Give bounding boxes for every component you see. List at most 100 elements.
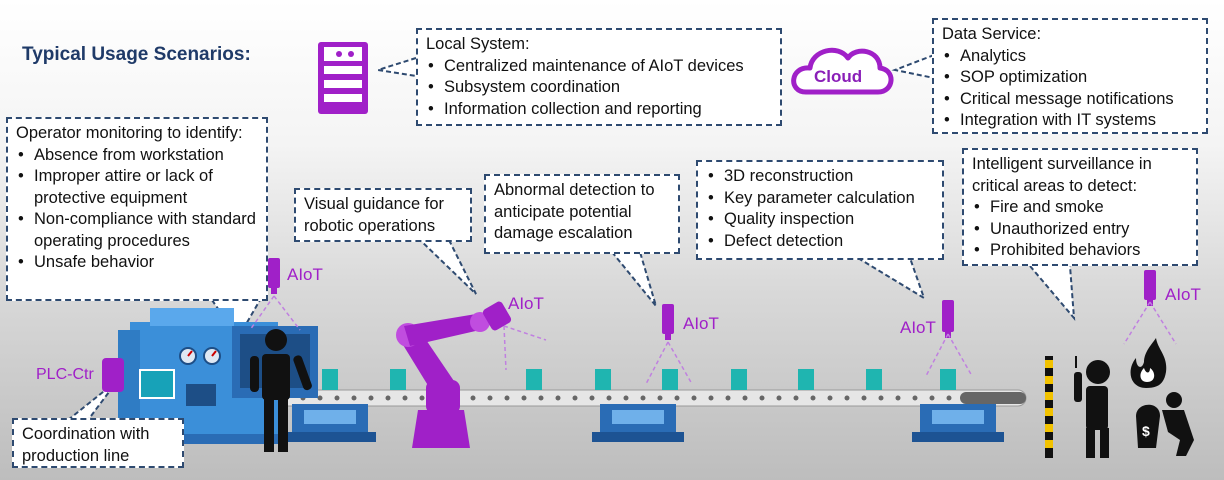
belt-roller — [538, 395, 544, 401]
belt-roller — [895, 395, 901, 401]
local-system-callout: Local System: Centralized maintenance of… — [416, 28, 782, 126]
list-item: Unsafe behavior — [16, 252, 258, 274]
belt-roller — [334, 395, 340, 401]
belt-roller — [385, 395, 391, 401]
belt-roller — [844, 395, 850, 401]
fire-icon — [1130, 338, 1167, 388]
belt-roller — [776, 395, 782, 401]
belt-roller — [946, 395, 952, 401]
prohibited-behavior-figure — [1074, 356, 1110, 458]
belt-roller — [1014, 395, 1020, 401]
list-item: Prohibited behaviors — [972, 240, 1188, 262]
data-service-list: Analytics SOP optimization Critical mess… — [942, 46, 1198, 132]
data-service-heading: Data Service: — [942, 25, 1042, 43]
list-item: SOP optimization — [942, 67, 1198, 89]
conveyor-belt — [239, 389, 1027, 442]
belt-roller — [640, 395, 646, 401]
robot-arm — [396, 301, 512, 448]
local-system-heading: Local System: — [426, 35, 530, 53]
belt-roller — [861, 395, 867, 401]
belt-roller — [793, 395, 799, 401]
belt-roller — [487, 395, 493, 401]
aiot-label-reconstruction: AIoT — [900, 318, 936, 337]
belt-roller — [419, 395, 425, 401]
cloud-label: Cloud — [814, 67, 863, 86]
belt-roller — [521, 395, 527, 401]
list-item: Improper attire or lack of protective eq… — [16, 166, 258, 209]
operator-figure — [250, 329, 312, 452]
cloud-icon — [791, 47, 894, 95]
svg-text:$: $ — [1142, 423, 1150, 439]
intruder-icon: $ — [1136, 392, 1194, 456]
caution-post — [1045, 356, 1053, 458]
belt-roller — [674, 395, 680, 401]
list-item: Subsystem coordination — [426, 77, 772, 99]
abnormal-detection-text: Abnormal detection to anticipate potenti… — [494, 181, 655, 242]
list-item: Non-compliance with standard operating p… — [16, 209, 258, 252]
aiot-label-surveillance: AIoT — [1165, 285, 1201, 304]
list-item: Integration with IT systems — [942, 110, 1198, 132]
surveillance-callout: Intelligent surveillance in critical are… — [962, 148, 1198, 266]
data-service-callout: Data Service: Analytics SOP optimization… — [932, 18, 1208, 134]
belt-roller — [606, 395, 612, 401]
belt-roller — [827, 395, 833, 401]
plc-label: PLC-Ctr — [36, 366, 94, 383]
belt-roller — [572, 395, 578, 401]
operator-list: Absence from workstation Improper attire… — [16, 145, 258, 274]
list-item: Unauthorized entry — [972, 219, 1188, 241]
reconstruction-callout: 3D reconstruction Key parameter calculat… — [696, 160, 944, 260]
caution-stripe — [1045, 424, 1053, 432]
belt-roller — [470, 395, 476, 401]
list-item: Key parameter calculation — [706, 188, 934, 210]
abnormal-detection-callout: Abnormal detection to anticipate potenti… — [484, 174, 680, 254]
belt-roller — [963, 395, 969, 401]
caution-stripe — [1045, 376, 1053, 384]
coordination-callout: Coordination with production line — [12, 418, 184, 468]
callout-pointers — [67, 54, 1076, 421]
list-item: Information collection and reporting — [426, 99, 772, 121]
operator-heading: Operator monitoring to identify: — [16, 124, 243, 142]
belt-roller — [810, 395, 816, 401]
operator-monitoring-callout: Operator monitoring to identify: Absence… — [6, 117, 268, 301]
belt-roller — [691, 395, 697, 401]
belt-roller — [368, 395, 374, 401]
page-title: Typical Usage Scenarios: — [22, 44, 251, 65]
list-item: 3D reconstruction — [706, 166, 934, 188]
surveillance-heading: Intelligent surveillance in critical are… — [972, 155, 1152, 195]
belt-roller — [555, 395, 561, 401]
caution-stripe — [1045, 408, 1053, 416]
plc-controller-icon — [102, 358, 124, 392]
belt-roller — [929, 395, 935, 401]
visual-guidance-text: Visual guidance for robotic operations — [304, 195, 445, 235]
reconstruction-list: 3D reconstruction Key parameter calculat… — [706, 166, 934, 252]
aiot-label-robot: AIoT — [508, 294, 544, 313]
belt-roller — [589, 395, 595, 401]
belt-roller — [351, 395, 357, 401]
caution-stripe — [1045, 360, 1053, 368]
belt-roller — [759, 395, 765, 401]
caution-stripe — [1045, 440, 1053, 448]
belt-roller — [742, 395, 748, 401]
coordination-text: Coordination with production line — [22, 425, 150, 465]
conveyor-items — [322, 369, 956, 390]
camera-view-cones — [249, 295, 1177, 385]
belt-roller — [504, 395, 510, 401]
aiot-label-operator: AIoT — [287, 265, 323, 284]
belt-roller — [402, 395, 408, 401]
aiot-camera-icons — [268, 258, 1156, 340]
list-item: Centralized maintenance of AIoT devices — [426, 56, 772, 78]
list-item: Critical message notifications — [942, 89, 1198, 111]
belt-roller — [878, 395, 884, 401]
list-item: Defect detection — [706, 231, 934, 253]
belt-roller — [980, 395, 986, 401]
belt-roller — [317, 395, 323, 401]
belt-roller — [708, 395, 714, 401]
local-system-list: Centralized maintenance of AIoT devices … — [426, 56, 772, 121]
belt-roller — [623, 395, 629, 401]
list-item: Fire and smoke — [972, 197, 1188, 219]
belt-roller — [657, 395, 663, 401]
belt-roller — [997, 395, 1003, 401]
surveillance-list: Fire and smoke Unauthorized entry Prohib… — [972, 197, 1188, 262]
